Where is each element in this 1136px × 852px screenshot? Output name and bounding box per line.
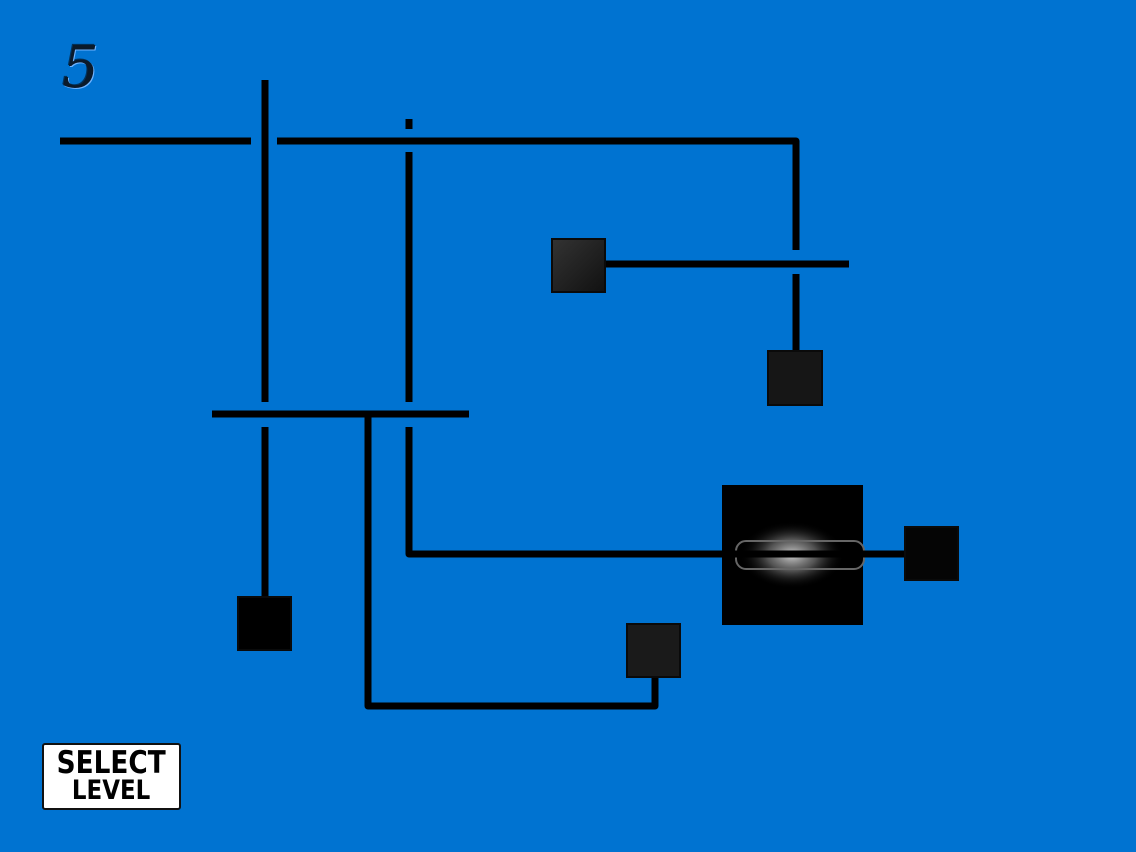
- terminal-right-upper[interactable]: [767, 350, 823, 406]
- terminal-bottom[interactable]: [626, 623, 681, 678]
- wire-top-right[interactable]: [277, 137, 800, 250]
- level-number: 5: [62, 33, 99, 101]
- wire-lamp-path[interactable]: [405, 427, 930, 558]
- select-level-label-2: LEVEL: [72, 775, 151, 807]
- select-level-label-1: SELECT: [56, 744, 167, 781]
- terminal-lamp[interactable]: [904, 526, 959, 581]
- select-level-button[interactable]: SELECT LEVEL: [42, 743, 181, 810]
- wire-bottom-loop[interactable]: [364, 414, 659, 710]
- terminal-left-bottom[interactable]: [237, 596, 292, 651]
- terminal-upper[interactable]: [551, 238, 606, 293]
